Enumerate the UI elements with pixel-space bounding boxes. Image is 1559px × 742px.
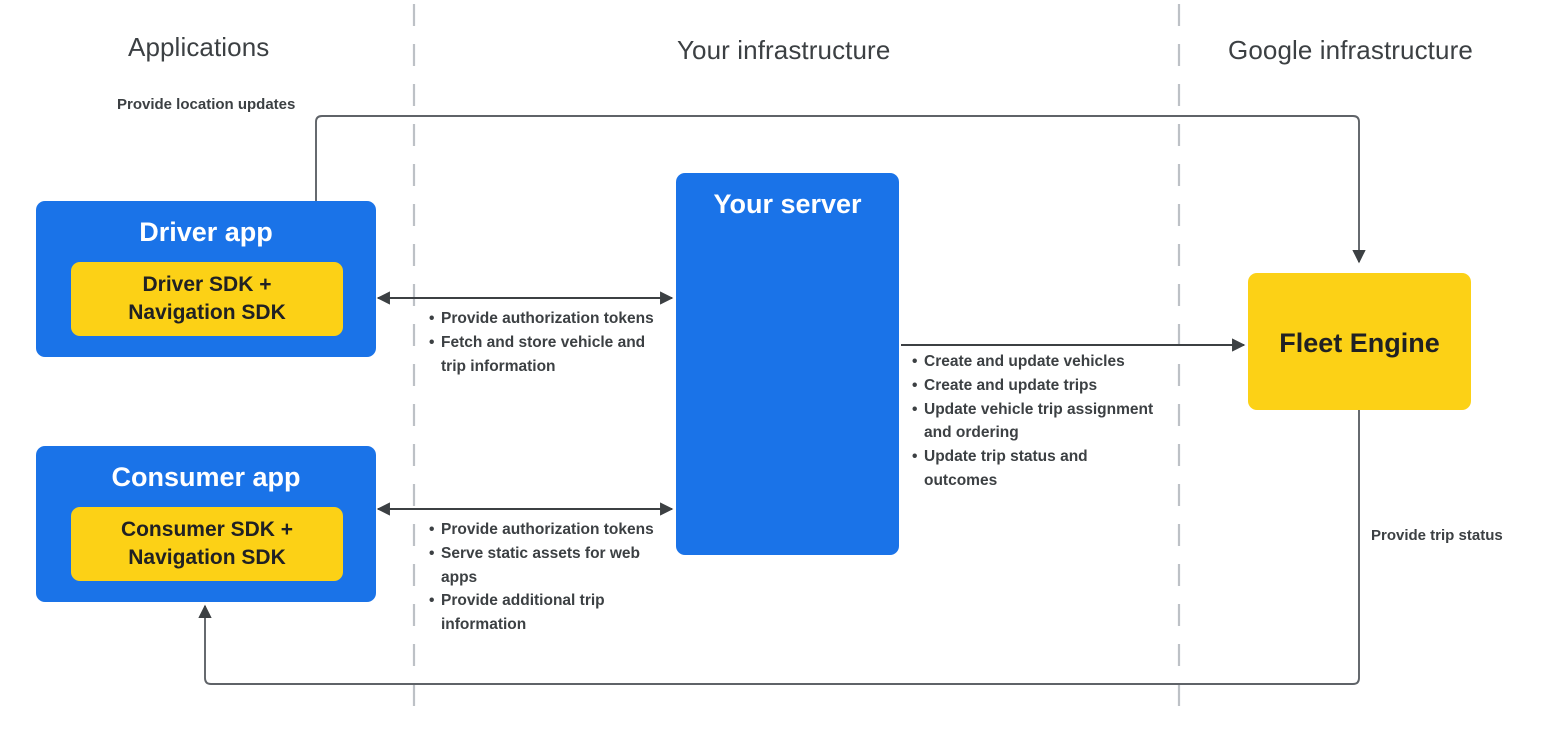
node-fleet-engine[interactable]: Fleet Engine [1248, 273, 1471, 410]
list-item: Update trip status and outcomes [912, 445, 1162, 493]
zone-title-google-infrastructure: Google infrastructure [1228, 35, 1473, 65]
label-provide-location-updates: Provide location updates [117, 96, 296, 113]
bullets-server-to-fleet-engine: Create and update vehicles Create and up… [912, 350, 1162, 493]
consumer-sdk-chip[interactable]: Consumer SDK + Navigation SDK [71, 507, 343, 581]
list-item: Create and update trips [912, 374, 1162, 398]
node-driver-app[interactable]: Driver app Driver SDK + Navigation SDK [36, 201, 376, 357]
list-item: Provide authorization tokens [429, 307, 654, 331]
node-your-server[interactable]: Your server [676, 173, 899, 555]
fleet-engine-title: Fleet Engine [1279, 328, 1440, 358]
list-item: Fetch and store vehicle and trip informa… [429, 331, 654, 379]
your-server-title: Your server [713, 189, 862, 219]
node-consumer-app[interactable]: Consumer app Consumer SDK + Navigation S… [36, 446, 376, 602]
zone-title-your-infrastructure: Your infrastructure [677, 35, 891, 65]
bullets-consumer-to-server: Provide authorization tokens Serve stati… [429, 518, 654, 637]
list-item: Provide authorization tokens [429, 518, 654, 542]
list-item: Provide additional trip information [429, 589, 654, 637]
consumer-sdk-line-1: Consumer SDK + [120, 518, 294, 541]
list-item: Serve static assets for web apps [429, 542, 654, 590]
consumer-sdk-line-2: Navigation SDK [128, 546, 286, 569]
zone-title-applications: Applications [128, 32, 270, 62]
consumer-app-title: Consumer app [111, 462, 301, 492]
list-item: Update vehicle trip assignment and order… [912, 398, 1162, 446]
bullets-driver-to-server: Provide authorization tokens Fetch and s… [429, 307, 654, 378]
driver-sdk-line-1: Driver SDK + [142, 273, 272, 296]
driver-sdk-line-2: Navigation SDK [128, 301, 286, 324]
label-provide-trip-status: Provide trip status [1371, 527, 1503, 544]
driver-app-title: Driver app [139, 217, 273, 247]
driver-sdk-chip[interactable]: Driver SDK + Navigation SDK [71, 262, 343, 336]
list-item: Create and update vehicles [912, 350, 1162, 374]
